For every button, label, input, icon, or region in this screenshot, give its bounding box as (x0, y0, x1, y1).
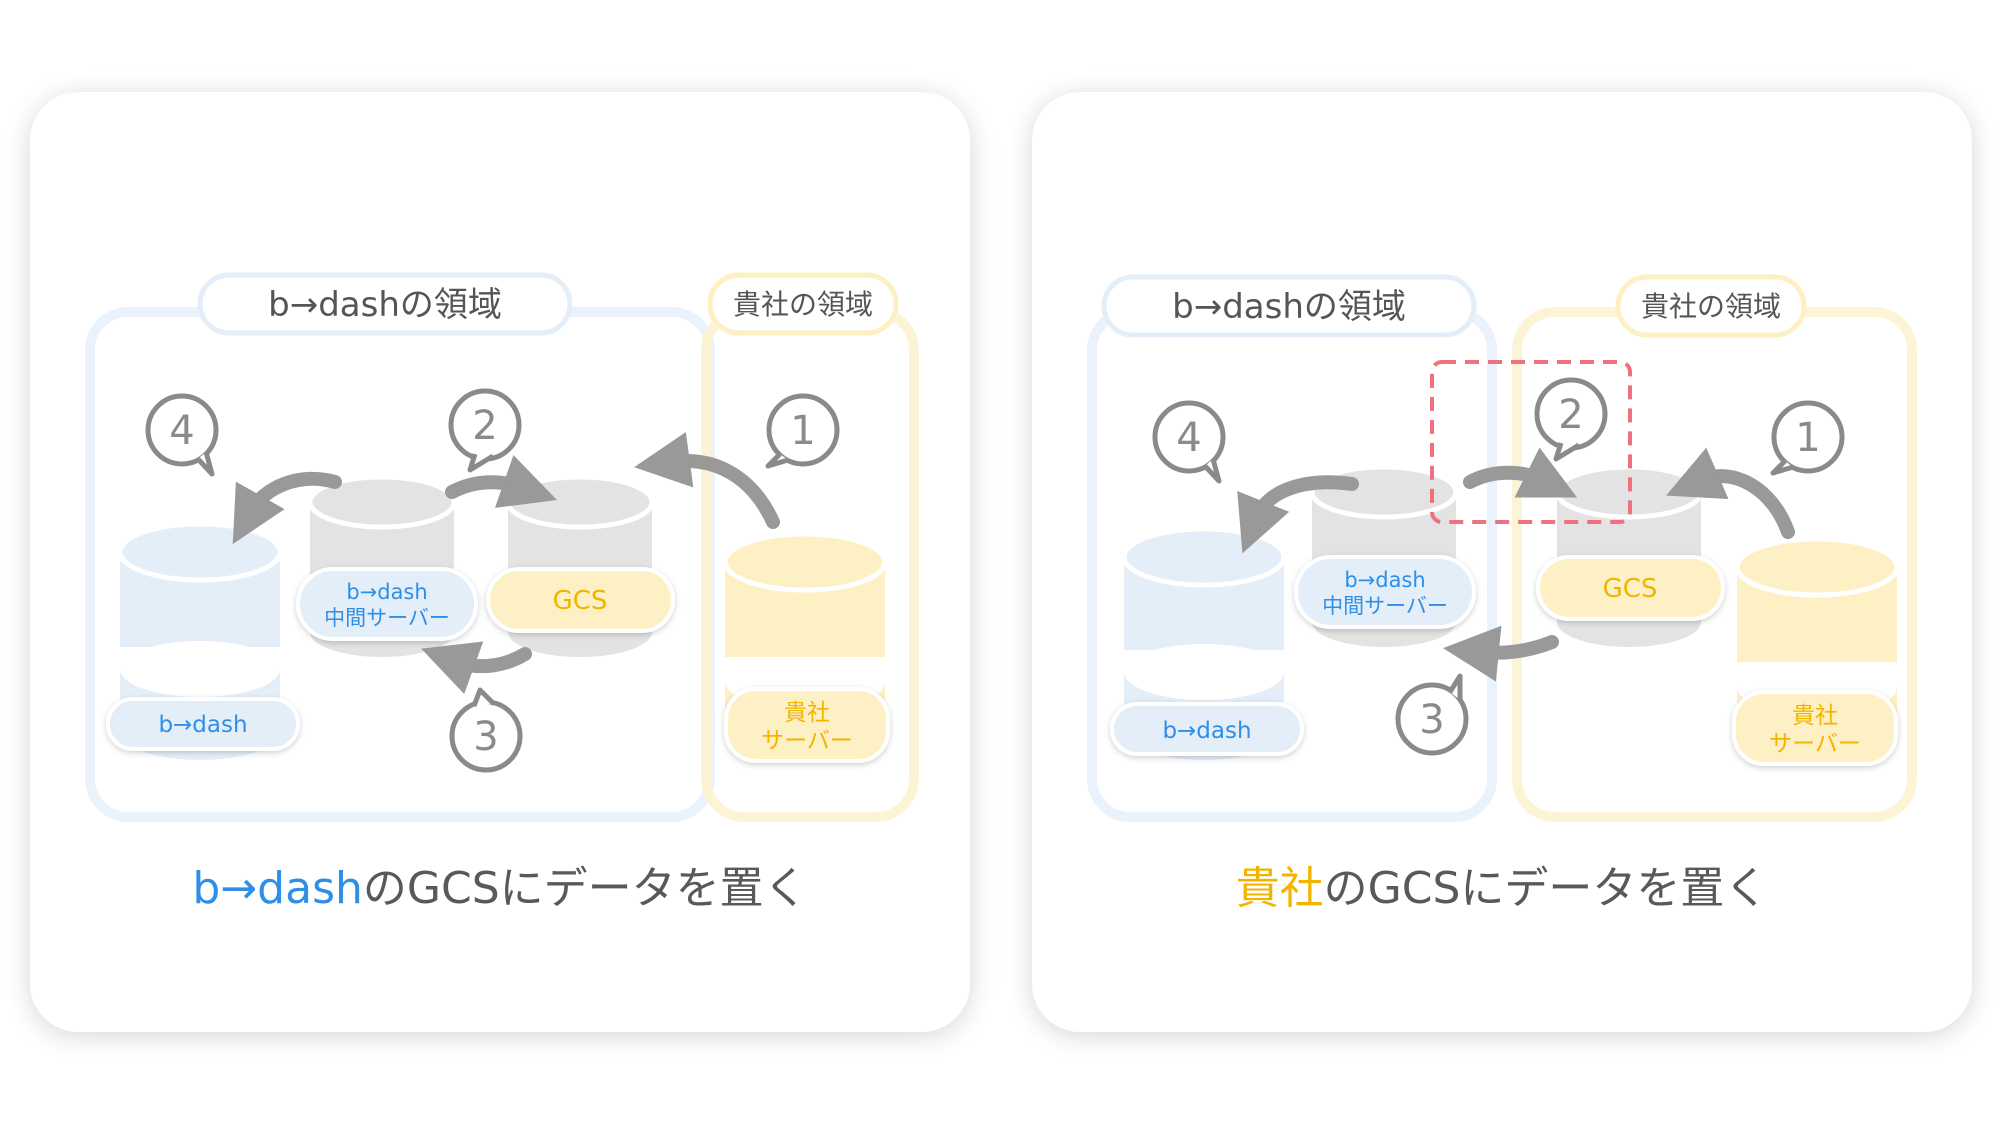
step-number-1: 1 (790, 408, 815, 454)
bdash-region-label: b→dashの領域 (268, 285, 502, 325)
caption-highlight: 貴社 (1235, 863, 1324, 914)
bdash-region-label: b→dashの領域 (1172, 287, 1406, 327)
step-number-4: 4 (169, 408, 194, 454)
gcs-node-pill (486, 567, 675, 633)
middle-node-pill (1294, 555, 1476, 629)
gcs-node-label: GCS (553, 586, 608, 616)
card-bdash-gcs: b→dashの領域 貴社の領域 (30, 92, 970, 1032)
client-node-label-line2: サーバー (1769, 731, 1861, 757)
step-bubble-1 (765, 393, 840, 469)
step-number-1: 1 (1795, 415, 1820, 461)
client-region-label-pill (707, 272, 899, 336)
diagram-bdash-gcs: b→dashの領域 貴社の領域 (85, 272, 919, 822)
step-number-2: 2 (472, 403, 497, 449)
card-client-gcs: b→dashの領域 貴社の領域 (1032, 92, 1972, 1032)
client-region-label-pill (1615, 274, 1807, 338)
arrow-step1 (634, 432, 780, 529)
caption-client-gcs: 貴社のGCSにデータを置く (1032, 852, 1972, 916)
arrow-step2 (1463, 447, 1578, 498)
middle-node-label-line2: 中間サーバー (324, 606, 450, 630)
arrow-step3 (421, 641, 532, 695)
arrow-step1 (1666, 447, 1795, 539)
caption-text: のGCSにデータを置く (1323, 863, 1769, 914)
bdash-node-pill (1110, 702, 1304, 756)
bdash-node-label: b→dash (1162, 718, 1251, 744)
client-node-label-line1: 貴社 (784, 700, 830, 726)
step-bubble-2 (448, 388, 522, 473)
arrow-step2 (445, 455, 558, 508)
step-bubble-4 (1152, 400, 1226, 484)
arrow-step4 (1237, 475, 1359, 554)
bdash-region-label-pill (197, 272, 573, 336)
bdash-region-label-pill (1101, 274, 1477, 338)
step-number-4: 4 (1176, 415, 1201, 461)
caption-bdash-gcs: b→dashのGCSにデータを置く (30, 852, 970, 916)
middle-node-label-line2: 中間サーバー (1322, 594, 1448, 618)
client-region-label: 貴社の領域 (733, 288, 873, 321)
arrow-step3 (1442, 625, 1559, 682)
middle-node-pill (296, 567, 478, 641)
client-node-label-line2: サーバー (761, 728, 853, 754)
client-region-label: 貴社の領域 (1641, 290, 1781, 323)
caption-highlight: b→dash (192, 863, 363, 914)
step-bubble-2 (1534, 377, 1608, 462)
step-number-3: 3 (473, 714, 498, 760)
caption-text: のGCSにデータを置く (362, 863, 808, 914)
diagram-client-gcs: b→dashの領域 貴社の領域 (1087, 274, 1917, 822)
bdash-node-pill (106, 697, 300, 751)
step-number-3: 3 (1419, 697, 1444, 743)
middle-node-label-line1: b→dash (346, 580, 427, 604)
arrow-step4 (232, 471, 342, 545)
gcs-node-label: GCS (1603, 574, 1658, 604)
step-bubble-4 (145, 393, 219, 477)
step2-highlight-box (1430, 360, 1632, 524)
client-node-pill (724, 687, 890, 763)
step-bubble-1 (1770, 400, 1845, 476)
gcs-node-pill (1536, 555, 1725, 621)
client-node-label-line1: 貴社 (1792, 703, 1838, 729)
bdash-node-label: b→dash (158, 712, 247, 738)
step-number-2: 2 (1558, 392, 1583, 438)
step-bubble-3 (449, 687, 523, 773)
client-node-pill (1732, 690, 1898, 766)
middle-node-label-line1: b→dash (1344, 568, 1425, 592)
step-bubble-3 (1395, 673, 1469, 756)
